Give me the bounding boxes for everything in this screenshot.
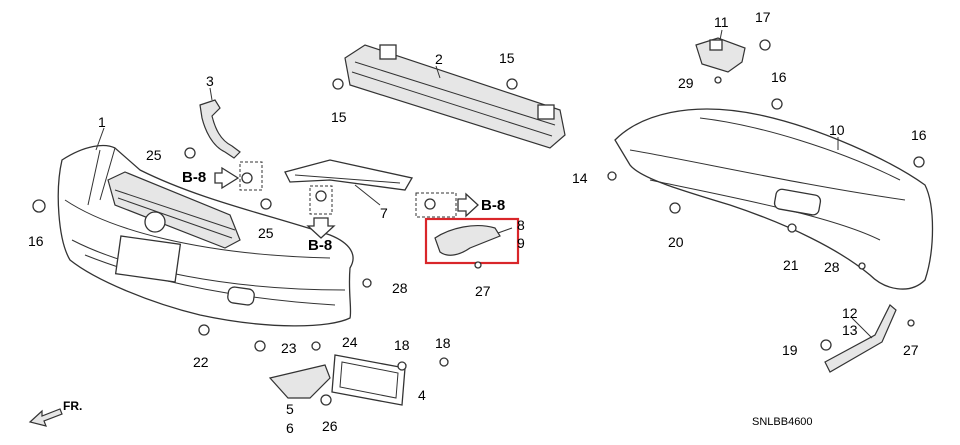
ref-arrow-right [415,192,479,218]
callout-28b: 28 [824,259,840,275]
callout-6: 6 [286,420,294,436]
callout-18a: 18 [394,337,410,353]
callouts: 1 2 3 4 5 6 7 8 9 10 11 12 13 14 15 15 1… [28,9,927,436]
callout-8: 8 [517,217,525,233]
callout-14: 14 [572,170,588,186]
callout-5: 5 [286,401,294,417]
rear-side-bracket [824,304,897,373]
callout-27b: 27 [903,342,919,358]
callout-3: 3 [206,73,214,89]
callout-11: 11 [714,14,729,30]
callout-9: 9 [517,235,525,251]
front-label: FR. [63,399,82,413]
lower-under-cover [268,364,331,399]
callout-25a: 25 [146,147,162,163]
diagram-code: SNLBB4600 [752,416,813,428]
callout-21: 21 [783,257,799,273]
callout-27a: 27 [475,283,491,299]
ref-label-left: B-8 [182,169,206,186]
callout-4: 4 [418,387,426,403]
callout-19: 19 [782,342,798,358]
ref-label-down: B-8 [308,237,332,254]
callout-29: 29 [678,75,694,91]
rear-upper-bracket [695,29,746,73]
callout-22: 22 [193,354,209,370]
front-direction-arrow: FR. [28,399,82,427]
callout-24: 24 [342,334,358,350]
license-plate-base [331,354,406,406]
rear-bumper-cover [614,108,934,290]
front-mount-bracket [199,87,241,159]
callout-18b: 18 [435,335,451,351]
callout-26: 26 [322,418,338,434]
callout-15a: 15 [499,50,515,66]
front-bumper-beam [344,44,566,149]
fasteners [32,39,925,406]
front-spoiler-strip [284,159,414,206]
callout-25b: 25 [258,225,274,241]
front-bumper-cover [57,127,354,327]
callout-15b: 15 [331,109,347,125]
ref-arrow-left [214,161,263,191]
callout-28a: 28 [392,280,408,296]
ref-arrow-down [306,185,336,239]
callout-23: 23 [281,340,297,356]
callout-20: 20 [668,234,684,250]
callout-16b: 16 [771,69,787,85]
side-bracket-highlight [424,217,520,265]
callout-12: 12 [842,305,858,321]
callout-10: 10 [829,122,845,138]
callout-1: 1 [98,114,106,130]
callout-13: 13 [842,322,858,338]
callout-2: 2 [435,51,443,67]
callout-16a: 16 [28,233,44,249]
ref-label-right: B-8 [481,197,505,214]
callout-7: 7 [380,205,388,221]
callout-17: 17 [755,9,771,25]
callout-16c: 16 [911,127,927,143]
